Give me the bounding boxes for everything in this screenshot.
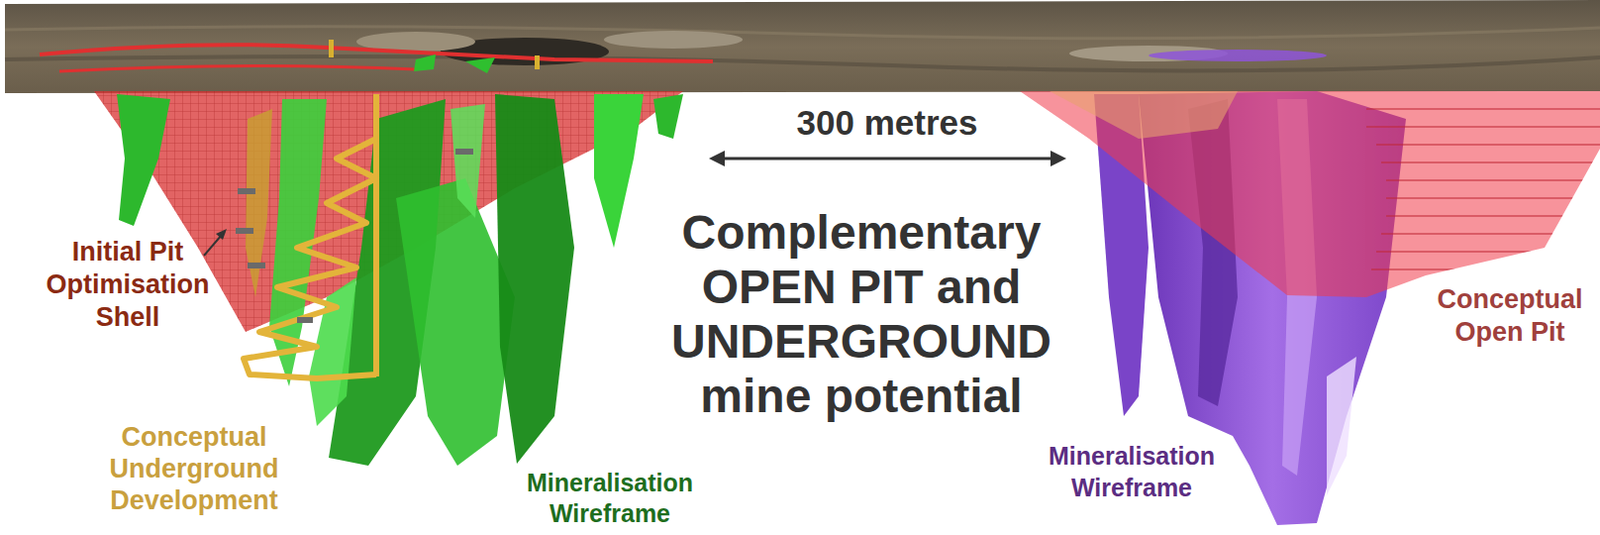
part-label: Conceptual Open Pit <box>1425 283 1595 349</box>
underground-development <box>235 94 474 379</box>
heading: Complementary OPEN PIT and UNDERGROUND m… <box>643 204 1080 423</box>
part-label: Mineralisation Wireframe <box>1032 439 1231 503</box>
conceptual-open-pit <box>1019 91 1600 298</box>
part-label: Initial Pit Optimisation Shell <box>28 235 227 334</box>
leader-arrow <box>203 228 227 256</box>
ground-surface <box>4 0 1600 94</box>
dimension-label: 300 metres <box>758 102 1016 143</box>
scale-arrow <box>708 150 1067 167</box>
part-label: Mineralisation Wireframe <box>510 467 709 529</box>
part-label: Conceptual Underground Development <box>95 420 294 516</box>
